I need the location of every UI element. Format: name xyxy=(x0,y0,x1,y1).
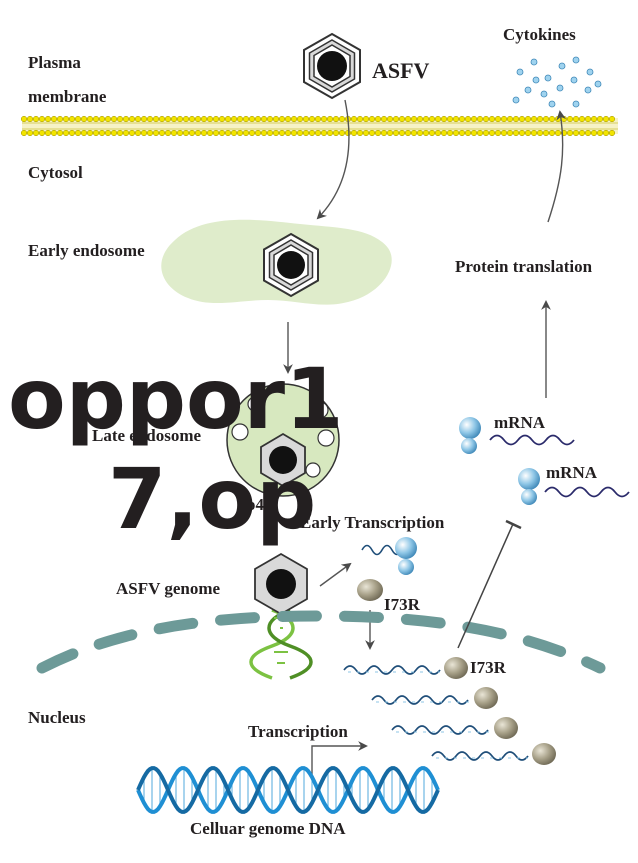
nucleus-label: Nucleus xyxy=(28,708,86,727)
late-endosome xyxy=(226,383,340,497)
asfv-label: ASFV xyxy=(372,58,430,83)
nuclear-envelope xyxy=(36,610,606,674)
early-transcription-label: Early Transcription xyxy=(300,513,445,532)
genome-capsid-icon xyxy=(254,552,308,616)
nuclear-transcripts xyxy=(343,657,556,765)
inhibition-bar xyxy=(505,519,522,530)
p4-label: p4 xyxy=(246,495,264,514)
watermark-line2: 7,op xyxy=(108,450,316,548)
i73r-label-early: I73R xyxy=(384,595,421,614)
early-ribosome-icon xyxy=(395,537,417,575)
mrna-1 xyxy=(459,417,575,454)
translation-to-cytokines-arrow xyxy=(547,110,567,223)
genome-to-transcription-arrow xyxy=(319,562,352,587)
late-endosome-virion-icon xyxy=(260,432,306,488)
asfv-genome-label: ASFV genome xyxy=(116,579,220,598)
cytokines-label: Cytokines xyxy=(503,25,576,44)
plasma-membrane-label-line1: Plasma xyxy=(28,53,81,72)
transcription-label: Transcription xyxy=(248,722,348,741)
mrna-label-1: mRNA xyxy=(494,413,546,432)
early-endosome-label: Early endosome xyxy=(28,241,145,260)
i73r-protein-icon xyxy=(357,579,383,601)
i73r-label-nucleus: I73R xyxy=(470,658,507,677)
asfv-virion-icon xyxy=(303,32,361,100)
cytokine-particles-icon xyxy=(512,56,602,108)
cellular-genome-dna-helix-icon xyxy=(136,766,440,814)
entry-arrow xyxy=(316,99,350,220)
inhibition-line xyxy=(457,523,514,649)
mrna-label-2: mRNA xyxy=(546,463,598,482)
transcription-arrow xyxy=(311,741,368,780)
mrna-2 xyxy=(518,468,630,505)
cellular-genome-label: Celluar genome DNA xyxy=(190,819,346,838)
watermark-line1: oppor1 xyxy=(8,350,344,448)
plasma-membrane-label-line2: membrane xyxy=(28,87,107,106)
early-mrna-strand xyxy=(361,544,403,556)
protein-translation-label: Protein translation xyxy=(455,257,593,276)
cytosol-label: Cytosol xyxy=(28,163,83,182)
late-endosome-label: Late endosome xyxy=(92,426,202,445)
plasma-membrane xyxy=(20,115,618,137)
endosome-virion-icon xyxy=(263,232,319,298)
